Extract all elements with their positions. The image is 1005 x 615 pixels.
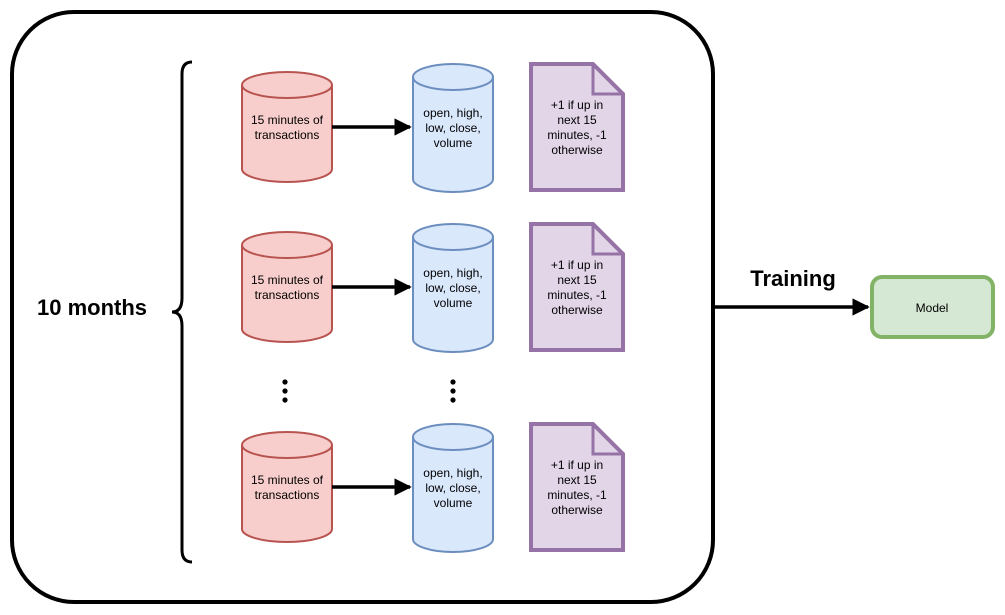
training-label: Training <box>750 266 836 291</box>
target-label-line: next 15 <box>557 113 597 127</box>
target-label-line: minutes, -1 <box>547 128 607 142</box>
ohlc-cylinder-rim <box>412 436 494 451</box>
ohlc-cylinder-body <box>412 223 494 353</box>
ohlc-label-line: open, high, <box>423 266 482 280</box>
ohlc-label-line: low, close, <box>425 121 480 135</box>
raw-transactions-cylinder-body <box>241 71 333 183</box>
ohlc-cylinder: open, high,low, close,volume <box>412 223 494 353</box>
period-label: 10 months <box>37 295 147 320</box>
raw-transactions-label-line: 15 minutes of <box>251 273 324 287</box>
ohlc-label-line: open, high, <box>423 466 482 480</box>
ohlc-cylinder-body <box>412 423 494 553</box>
target-label-line: otherwise <box>551 143 603 157</box>
target-label-line: next 15 <box>557 273 597 287</box>
ohlc-cylinder-rim <box>412 236 494 251</box>
raw-transactions-label-line: 15 minutes of <box>251 473 324 487</box>
ohlc-cylinder-body <box>412 63 494 193</box>
raw-transactions-cylinder-rim <box>241 444 333 459</box>
data-container <box>10 10 715 604</box>
ohlc-cylinder: open, high,low, close,volume <box>412 63 494 193</box>
ohlc-label-line: volume <box>434 136 473 150</box>
target-note-fold <box>591 64 623 96</box>
target-label-line: minutes, -1 <box>547 288 607 302</box>
ohlc-cylinder: open, high,low, close,volume <box>412 423 494 553</box>
target-note-body <box>529 422 625 552</box>
ohlc-cylinder-rim <box>412 76 494 91</box>
target-note-body <box>529 62 625 192</box>
raw-transactions-label-line: 15 minutes of <box>251 113 324 127</box>
target-label-line: otherwise <box>551 303 603 317</box>
ohlc-label-line: low, close, <box>425 481 480 495</box>
model-box <box>870 275 995 339</box>
ellipsis-dots-raw <box>282 379 288 403</box>
ellipsis-dots-ohlc <box>450 379 456 403</box>
raw-transactions-cylinder-rim <box>241 244 333 259</box>
target-label-line: +1 if up in <box>551 98 603 112</box>
target-label-line: otherwise <box>551 503 603 517</box>
period-brace <box>171 60 193 564</box>
raw-transactions-cylinder-body <box>241 231 333 343</box>
target-note-fold <box>591 424 623 456</box>
target-note-body <box>529 222 625 352</box>
target-label-line: +1 if up in <box>551 258 603 272</box>
ohlc-label-line: volume <box>434 296 473 310</box>
ohlc-label-line: open, high, <box>423 106 482 120</box>
raw-transactions-label-line: transactions <box>255 488 320 502</box>
target-label-line: +1 if up in <box>551 458 603 472</box>
ohlc-label-line: volume <box>434 496 473 510</box>
raw-transactions-cylinder-rim <box>241 84 333 99</box>
raw-transactions-label-line: transactions <box>255 288 320 302</box>
model-label: Model <box>916 301 949 315</box>
target-label-line: next 15 <box>557 473 597 487</box>
raw-transactions-label-line: transactions <box>255 128 320 142</box>
target-label-line: minutes, -1 <box>547 488 607 502</box>
raw-transactions-cylinder-body <box>241 431 333 543</box>
target-note-fold <box>591 224 623 256</box>
ohlc-label-line: low, close, <box>425 281 480 295</box>
